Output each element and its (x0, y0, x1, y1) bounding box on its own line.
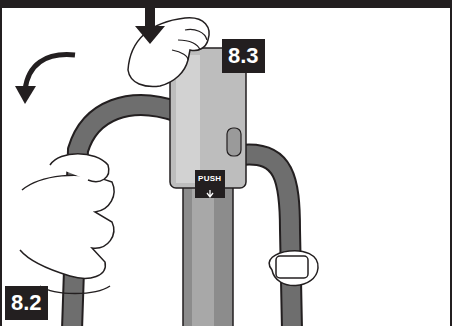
rotate-arrow-head (15, 86, 36, 104)
button-label: PUSH (198, 175, 221, 183)
header-bar (0, 0, 452, 8)
push-button (195, 170, 225, 198)
wrist-line (40, 286, 110, 294)
hose-outline (240, 154, 292, 326)
handle-column (183, 180, 233, 326)
hose-clamp (50, 154, 109, 182)
clamp-band (276, 256, 308, 278)
hose-port (227, 128, 241, 156)
push-down-arrow (135, 8, 165, 44)
frame-line (0, 0, 2, 326)
callout-number: 8.2 (5, 286, 48, 320)
callout-number: 8.3 (222, 39, 265, 73)
frame-line (450, 0, 452, 326)
column-highlight (192, 185, 214, 326)
hose (240, 154, 292, 326)
rotate-arrow (25, 55, 75, 90)
finger-line (172, 29, 207, 60)
hand (20, 175, 114, 278)
push-arrow (207, 190, 213, 197)
hose-clamp (269, 251, 318, 286)
